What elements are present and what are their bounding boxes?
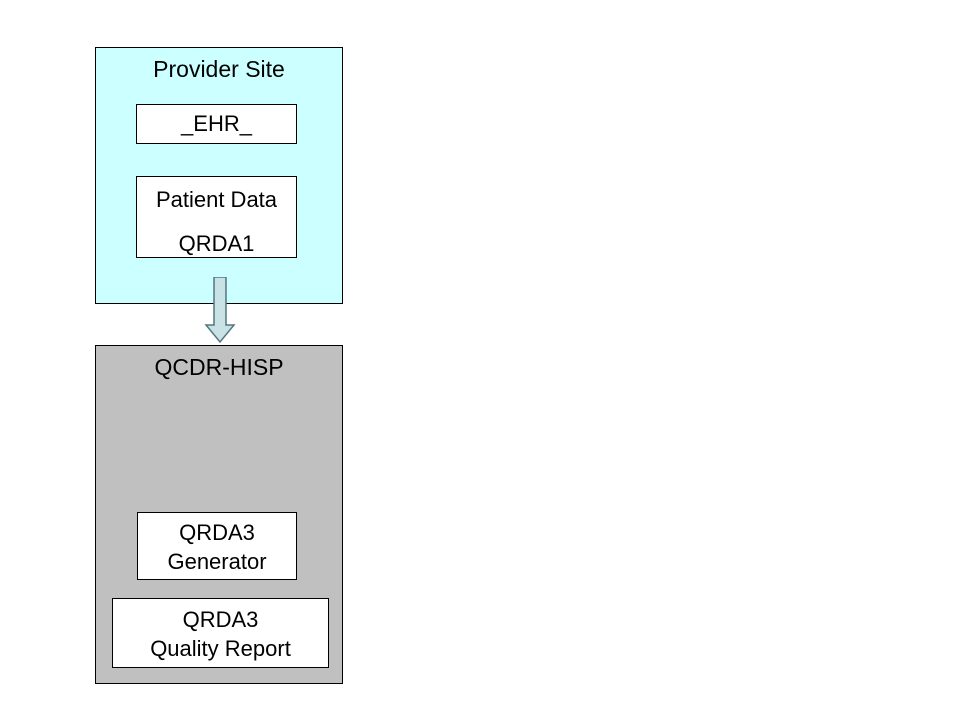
qrda3-quality-report-node: QRDA3 Quality Report — [112, 598, 329, 668]
provider-site-group: Provider Site — [95, 47, 343, 304]
down-arrow-icon — [204, 277, 236, 344]
qrda3-quality-report-label-line1: QRDA3 — [182, 607, 259, 632]
patient-data-label: Patient Data — [155, 187, 278, 212]
patient-data-node: Patient Data QRDA1 — [136, 176, 297, 258]
qrda3-generator-node: QRDA3 Generator — [137, 512, 297, 580]
qrda3-generator-label-line2: Generator — [167, 549, 267, 574]
qcdr-hisp-title: QCDR-HISP — [154, 354, 284, 380]
ehr-node: _EHR_ — [136, 104, 297, 144]
qrda3-generator-label-line1: QRDA3 — [179, 520, 255, 545]
qrda3-quality-report-label-line2: Quality Report — [150, 636, 291, 661]
qrda1-label: QRDA1 — [178, 231, 255, 256]
provider-site-title: Provider Site — [153, 56, 285, 82]
